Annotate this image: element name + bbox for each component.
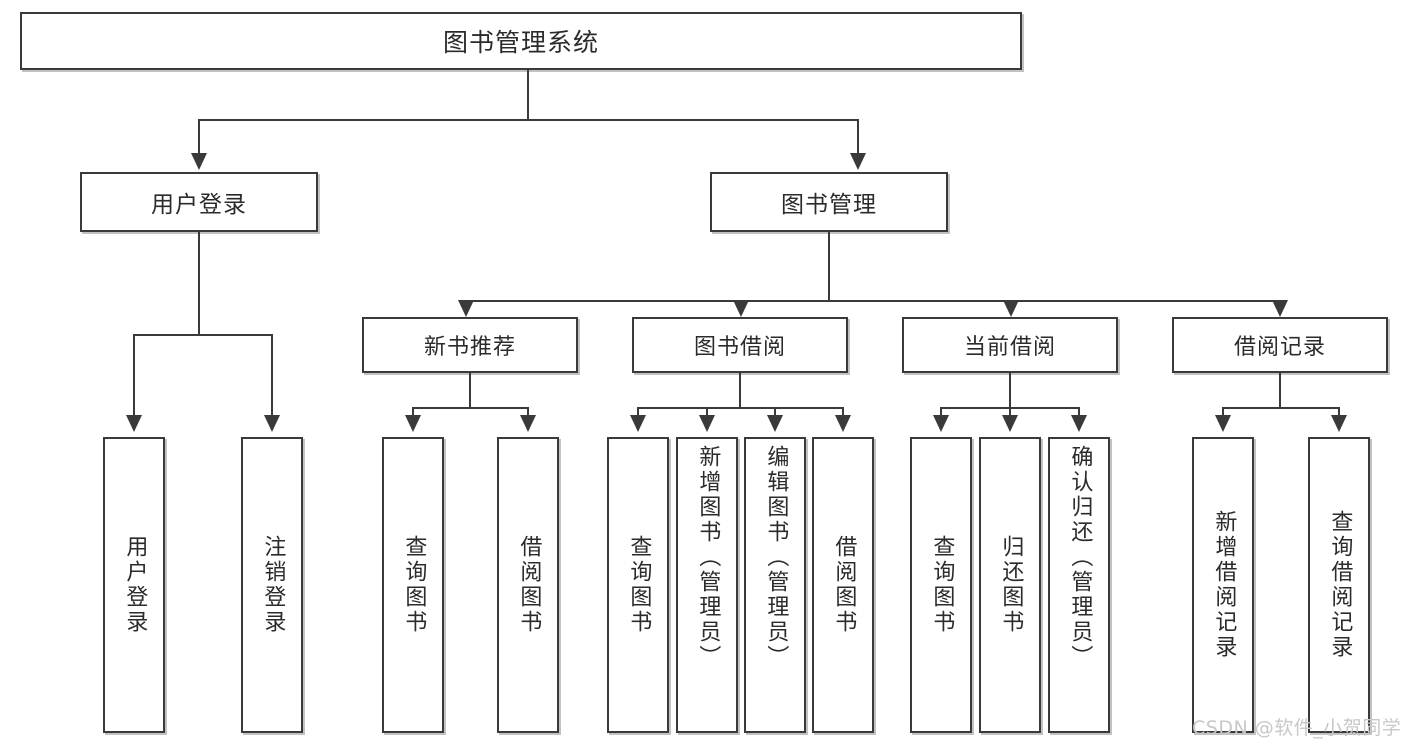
- arrow-down-icon: [520, 415, 536, 432]
- leaf-cb-confirm-return-admin[interactable]: 确认归还（管理员）: [1048, 437, 1110, 733]
- connector-cb-drop-2: [1009, 407, 1011, 419]
- connector-to-login-child-1: [133, 334, 135, 417]
- node-book-borrow[interactable]: 图书借阅: [632, 317, 848, 373]
- connector-br-drop-1: [1222, 407, 1224, 419]
- connector-bb-drop-4: [842, 407, 844, 419]
- connector-nbr-stem: [469, 373, 471, 408]
- connector-bb-drop-1: [637, 407, 639, 419]
- leaf-bb-add-book-admin[interactable]: 新增图书（管理员）: [676, 437, 738, 733]
- connector-br-bar: [1222, 407, 1338, 409]
- node-current-borrow[interactable]: 当前借阅: [902, 317, 1118, 373]
- arrow-down-icon: [1215, 415, 1231, 432]
- connector-root-stem: [527, 70, 529, 120]
- node-borrow-record[interactable]: 借阅记录: [1172, 317, 1388, 373]
- arrow-down-icon: [699, 415, 715, 432]
- connector-br-drop-2: [1338, 407, 1340, 419]
- node-new-book-recommend[interactable]: 新书推荐: [362, 317, 578, 373]
- connector-cb-drop-3: [1078, 407, 1080, 419]
- arrow-down-icon: [126, 415, 142, 432]
- connector-cb-stem: [1009, 373, 1011, 408]
- leaf-cb-return-book[interactable]: 归还图书: [979, 437, 1041, 733]
- connector-book-manage-bar: [465, 300, 1279, 302]
- leaf-br-add-record[interactable]: 新增借阅记录: [1192, 437, 1254, 733]
- arrow-down-icon: [630, 415, 646, 432]
- connector-cb-drop-1: [940, 407, 942, 419]
- arrow-down-icon: [191, 153, 207, 170]
- arrow-down-icon: [933, 415, 949, 432]
- leaf-nbr-query-book[interactable]: 查询图书: [382, 437, 444, 733]
- leaf-bb-edit-book-admin[interactable]: 编辑图书（管理员）: [744, 437, 806, 733]
- connector-nbr-drop-2: [527, 407, 529, 419]
- leaf-logout-login[interactable]: 注销登录: [241, 437, 303, 733]
- arrow-down-icon: [264, 415, 280, 432]
- arrow-down-icon: [1331, 415, 1347, 432]
- arrow-down-icon: [835, 415, 851, 432]
- arrow-down-icon: [733, 300, 749, 317]
- arrow-down-icon: [1003, 300, 1019, 317]
- arrow-down-icon: [1002, 415, 1018, 432]
- connector-book-manage-stem: [828, 232, 830, 301]
- connector-bb-drop-3: [774, 407, 776, 419]
- node-root-system[interactable]: 图书管理系统: [20, 12, 1022, 70]
- leaf-user-login[interactable]: 用户登录: [103, 437, 165, 733]
- connector-root-to-user-login: [198, 119, 200, 155]
- connector-bb-bar: [637, 407, 843, 409]
- arrow-down-icon: [405, 415, 421, 432]
- arrow-down-icon: [458, 300, 474, 317]
- leaf-cb-query-book[interactable]: 查询图书: [910, 437, 972, 733]
- connector-nbr-drop-1: [412, 407, 414, 419]
- connector-root-bar: [198, 119, 858, 121]
- arrow-down-icon: [1272, 300, 1288, 317]
- leaf-bb-borrow-book[interactable]: 借阅图书: [812, 437, 874, 733]
- arrow-down-icon: [850, 153, 866, 170]
- leaf-nbr-borrow-book[interactable]: 借阅图书: [497, 437, 559, 733]
- arrow-down-icon: [1071, 415, 1087, 432]
- connector-root-to-book-manage: [857, 119, 859, 155]
- connector-user-login-stem: [198, 232, 200, 335]
- connector-to-login-child-2: [271, 334, 273, 417]
- leaf-br-query-record[interactable]: 查询借阅记录: [1308, 437, 1370, 733]
- connector-bb-stem: [739, 373, 741, 408]
- node-user-login[interactable]: 用户登录: [80, 172, 318, 232]
- node-book-manage[interactable]: 图书管理: [710, 172, 948, 232]
- leaf-bb-query-book[interactable]: 查询图书: [607, 437, 669, 733]
- arrow-down-icon: [767, 415, 783, 432]
- connector-br-stem: [1279, 373, 1281, 408]
- connector-nbr-bar: [412, 407, 528, 409]
- connector-user-login-bar: [133, 334, 273, 336]
- connector-bb-drop-2: [706, 407, 708, 419]
